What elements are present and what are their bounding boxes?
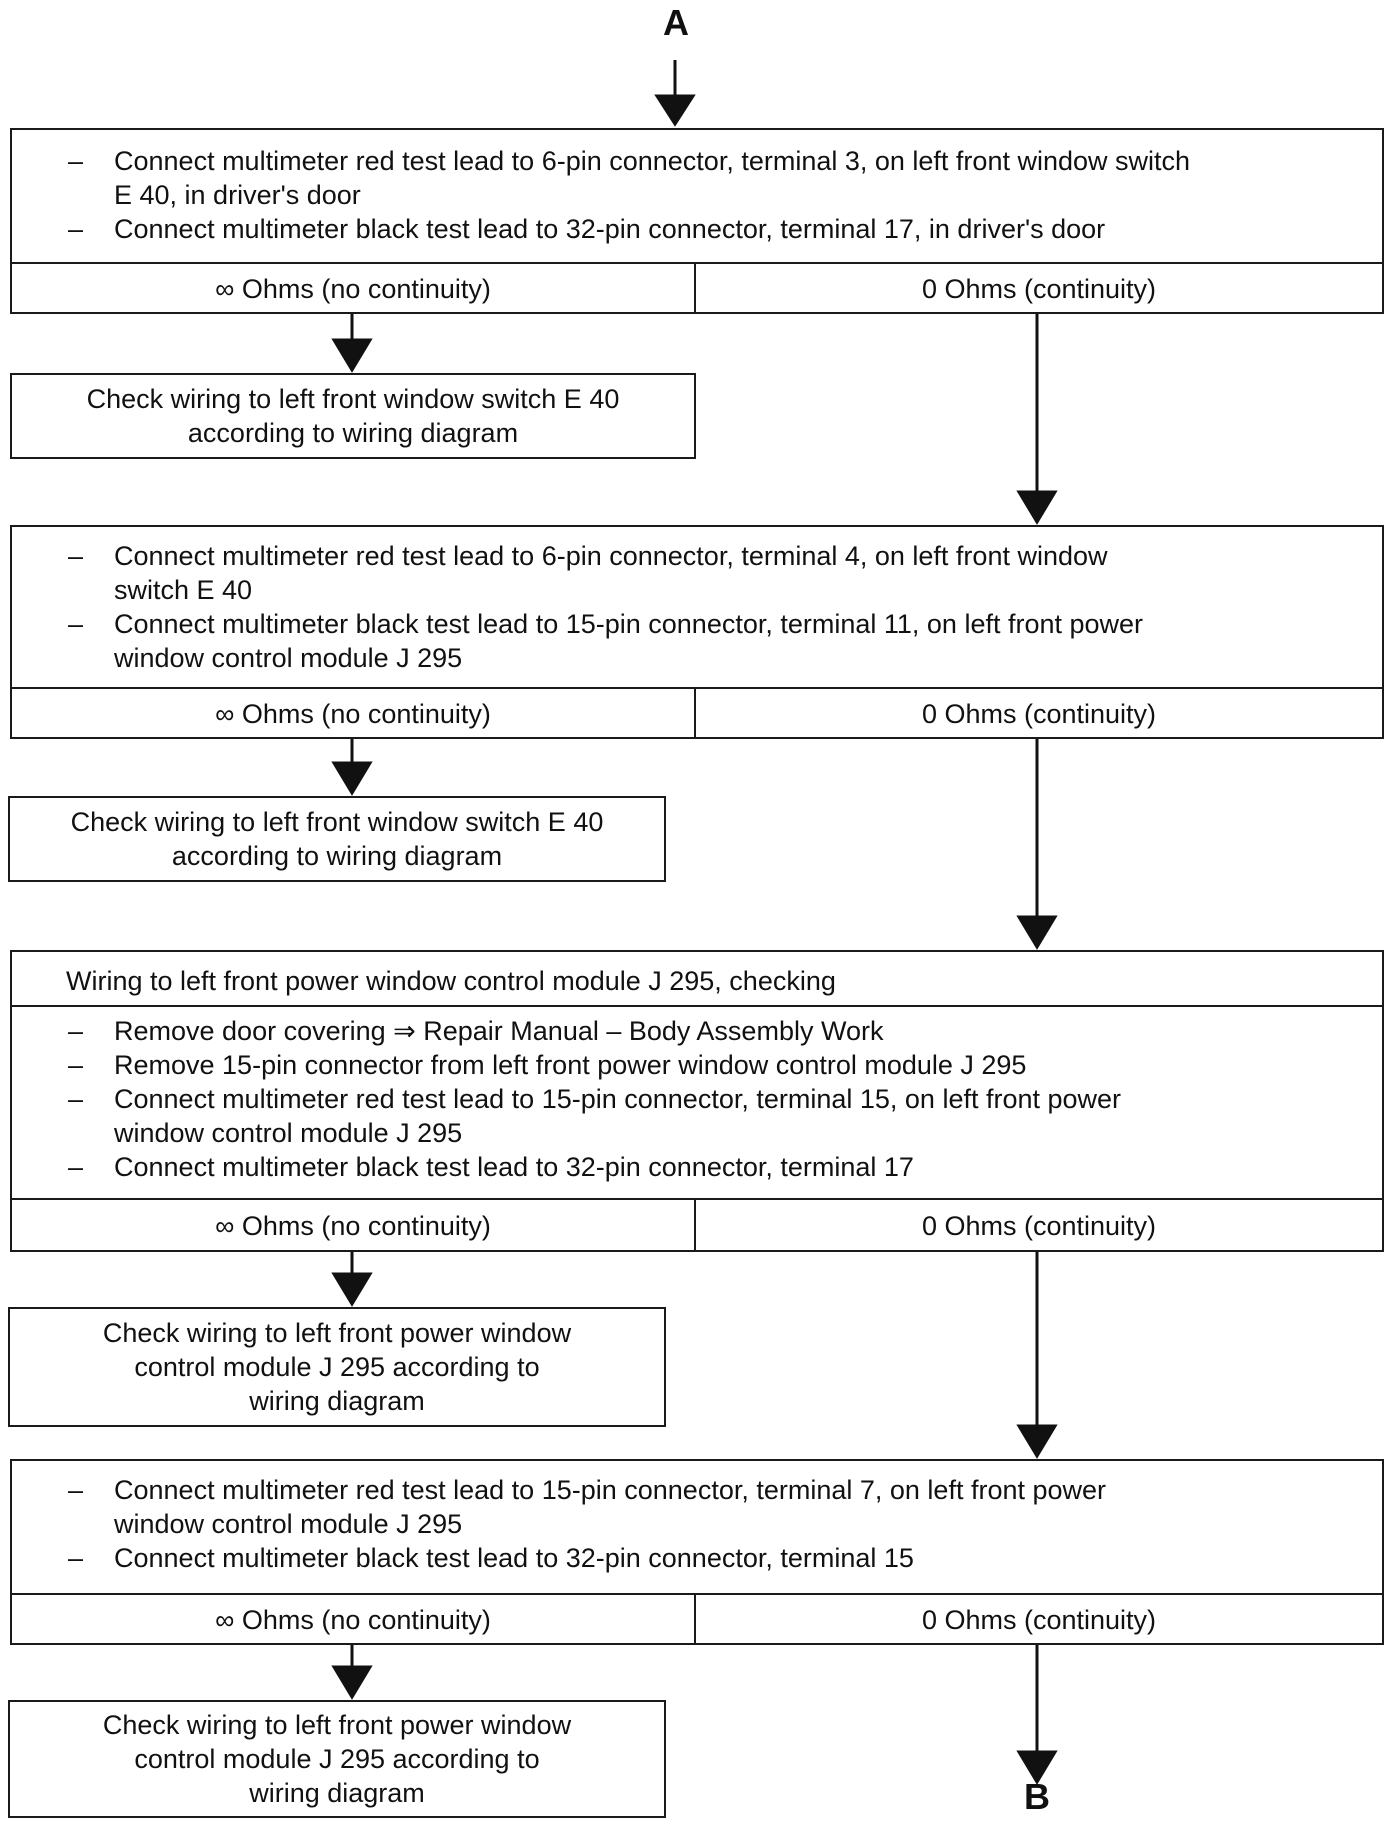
step-text: Connect multimeter black test lead to 32… [114, 1543, 914, 1573]
step-text: Remove 15-pin connector from left front … [114, 1050, 1027, 1080]
step-text: Connect multimeter red test lead to 6-pi… [114, 541, 1108, 571]
step-bullet: – [68, 1152, 84, 1182]
step-bullet: – [68, 1475, 84, 1505]
result-continuity: 0 Ohms (continuity) [921, 1604, 1157, 1635]
step-text: window control module J 295 [114, 1509, 463, 1539]
check-box-1: Check wiring to left front window switch… [10, 373, 696, 459]
step-bullet: – [68, 609, 84, 639]
step-bullet: – [68, 1084, 84, 1114]
step-4-box: – Connect multimeter red test lead to 15… [10, 1459, 1384, 1645]
section-header: Wiring to left front power window contro… [66, 966, 836, 996]
result-no-continuity: ∞ Ohms (no continuity) [12, 1200, 696, 1252]
result-continuity: 0 Ohms (continuity) [921, 698, 1157, 729]
step-text: window control module J 295 [114, 1118, 463, 1148]
step-text: Connect multimeter red test lead to 6-pi… [114, 146, 1191, 176]
result-no-continuity: ∞ Ohms (no continuity) [12, 1595, 696, 1645]
result-continuity: 0 Ohms (continuity) [921, 273, 1157, 304]
step-bullet: – [68, 1016, 84, 1046]
result-continuity: 0 Ohms (continuity) [921, 1210, 1157, 1241]
result-no-continuity: ∞ Ohms (no continuity) [12, 264, 696, 314]
step-bullet: – [68, 1543, 84, 1573]
step-text: Connect multimeter red test lead to 15-p… [114, 1084, 1122, 1114]
step-bullet: – [68, 1050, 84, 1080]
step-text: Connect multimeter black test lead to 15… [114, 609, 1144, 639]
step-text: window control module J 295 [114, 643, 463, 673]
step-text: E 40, in driver's door [114, 180, 361, 210]
connector-b-label: B [1024, 1776, 1050, 1817]
connector-a-label: A [663, 2, 689, 43]
step-text: Connect multimeter black test lead to 32… [114, 1152, 914, 1182]
step-text: Remove door covering ⇒ Repair Manual – B… [114, 1016, 884, 1046]
step-1-box: – Connect multimeter red test lead to 6-… [10, 128, 1384, 314]
step-bullet: – [68, 214, 84, 244]
step-3-box: Wiring to left front power window contro… [10, 950, 1384, 1252]
step-bullet: – [68, 541, 84, 571]
result-no-continuity: ∞ Ohms (no continuity) [12, 689, 696, 739]
step-bullet: – [68, 146, 84, 176]
step-text: Connect multimeter red test lead to 15-p… [114, 1475, 1107, 1505]
check-box-2: Check wiring to left front window switch… [8, 796, 666, 882]
step-text: Connect multimeter black test lead to 32… [114, 214, 1106, 244]
step-2-box: – Connect multimeter red test lead to 6-… [10, 525, 1384, 739]
step-text: switch E 40 [114, 575, 253, 605]
